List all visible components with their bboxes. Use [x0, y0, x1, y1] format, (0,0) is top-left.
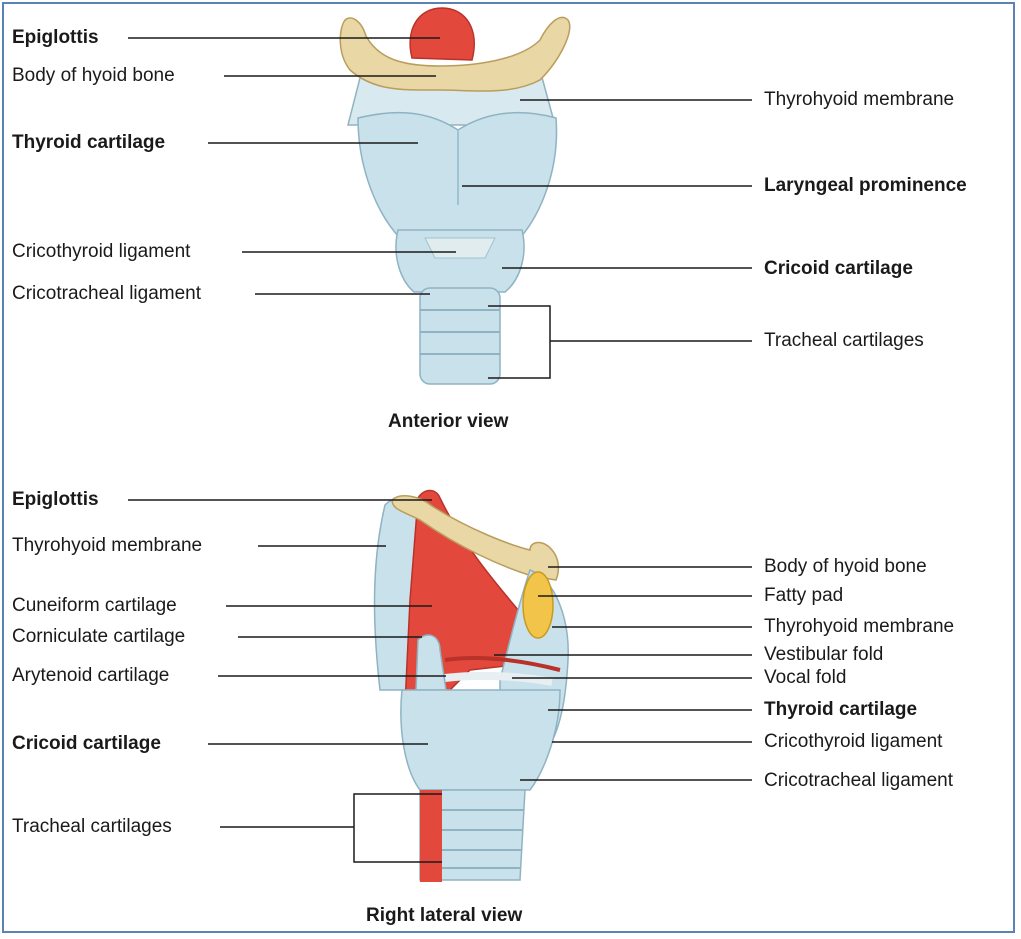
- label-lateral-cricotracheal: Cricotracheal ligament: [764, 770, 954, 791]
- label-lateral-thyroid: Thyroid cartilage: [764, 699, 918, 720]
- anterior-larynx: [339, 7, 571, 385]
- anterior-epiglottis-shape: [409, 7, 476, 61]
- label-lateral-arytenoid: Arytenoid cartilage: [12, 665, 170, 686]
- lateral-hyoid-shape: [391, 494, 560, 581]
- anterior-hyoid-shape: [339, 16, 571, 92]
- label-lateral-thyrohyoid-right: Thyrohyoid membrane: [764, 616, 955, 637]
- lateral-larynx: [373, 489, 569, 882]
- label-anterior-cricotracheal: Cricotracheal ligament: [12, 283, 202, 304]
- lateral-leader-lines: [128, 499, 752, 863]
- caption-lateral-view: Right lateral view: [366, 905, 523, 926]
- label-lateral-thyrohyoid-left: Thyrohyoid membrane: [12, 535, 203, 556]
- label-lateral-hyoid: Body of hyoid bone: [764, 556, 927, 577]
- label-lateral-vestibular: Vestibular fold: [764, 644, 884, 665]
- label-lateral-tracheal: Tracheal cartilages: [12, 816, 172, 837]
- label-lateral-cricoid: Cricoid cartilage: [12, 733, 161, 754]
- label-lateral-corniculate: Corniculate cartilage: [12, 626, 186, 647]
- label-anterior-cricothyroid: Cricothyroid ligament: [12, 241, 191, 262]
- label-lateral-cuneiform: Cuneiform cartilage: [12, 595, 177, 616]
- label-anterior-thyrohyoid: Thyrohyoid membrane: [764, 89, 955, 110]
- label-anterior-laryngeal: Laryngeal prominence: [764, 175, 967, 196]
- label-anterior-cricoid: Cricoid cartilage: [764, 258, 913, 279]
- label-anterior-tracheal: Tracheal cartilages: [764, 330, 924, 351]
- label-lateral-epiglottis: Epiglottis: [12, 489, 99, 510]
- label-lateral-vocal: Vocal fold: [764, 667, 847, 688]
- label-anterior-hyoid: Body of hyoid bone: [12, 65, 175, 86]
- label-anterior-thyroid: Thyroid cartilage: [12, 132, 166, 153]
- label-anterior-epiglottis: Epiglottis: [12, 27, 99, 48]
- caption-anterior-view: Anterior view: [388, 411, 509, 432]
- anterior-cricoid-shape: [395, 229, 525, 293]
- lateral-fatty-pad-shape: [522, 571, 554, 639]
- label-lateral-fatty-pad: Fatty pad: [764, 585, 844, 606]
- lateral-cricoid-shape: [400, 689, 561, 791]
- anterior-leader-lines: [128, 37, 752, 379]
- label-lateral-cricothyroid: Cricothyroid ligament: [764, 731, 943, 752]
